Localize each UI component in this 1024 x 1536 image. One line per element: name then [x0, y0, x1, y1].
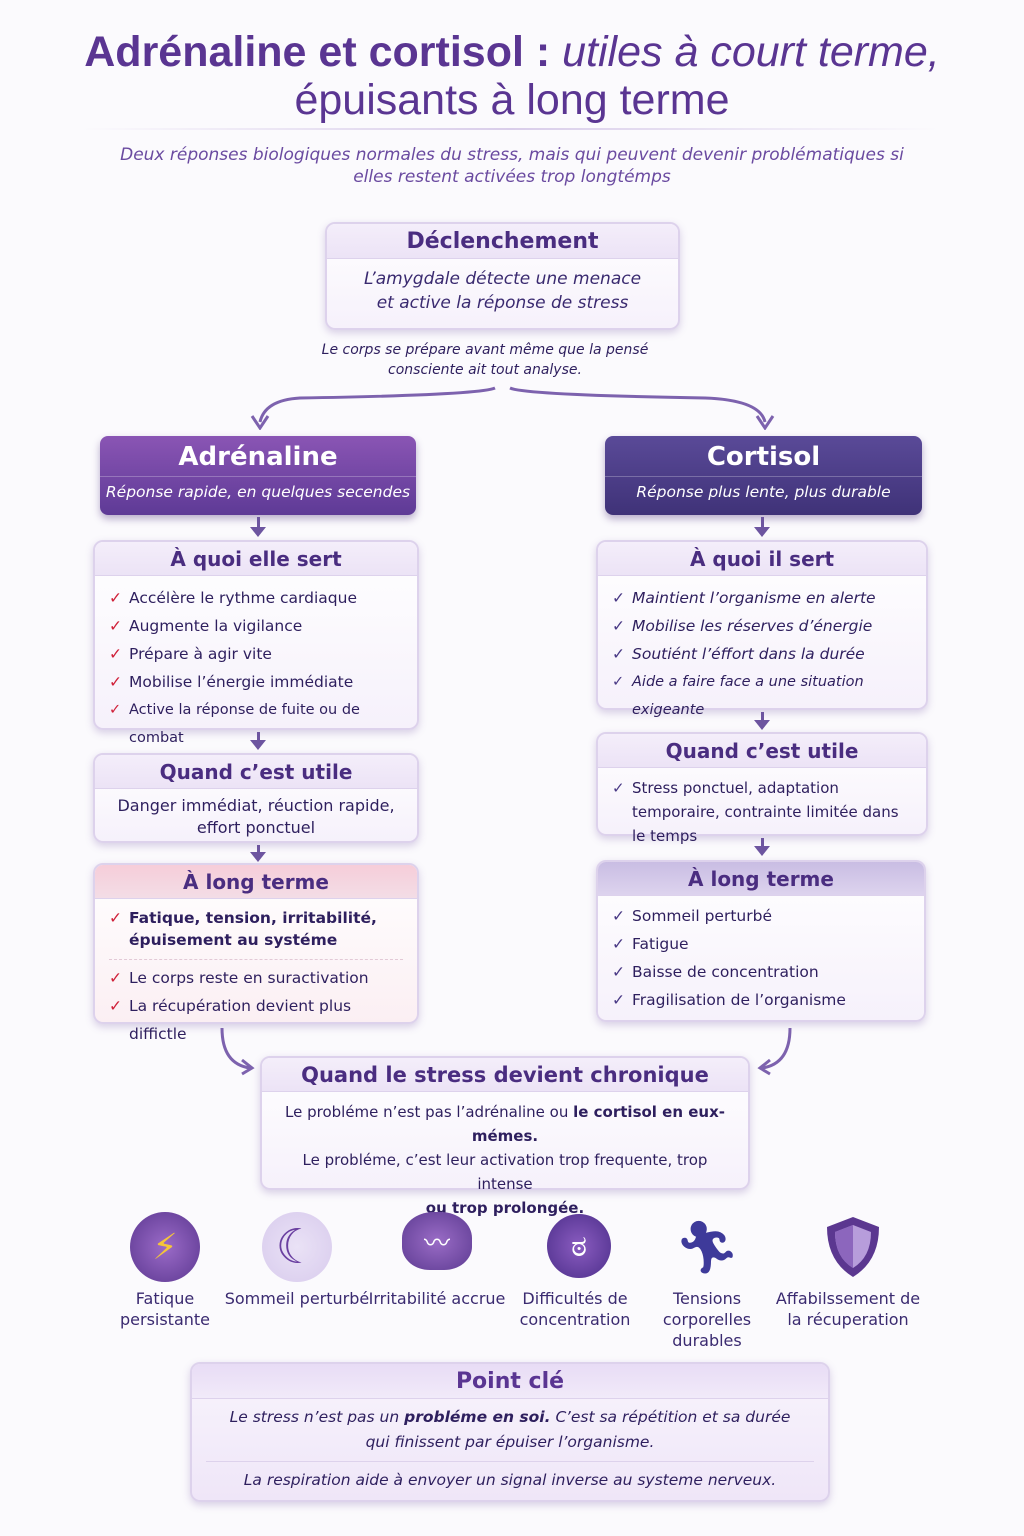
key-point-card: Point clé Le stress n’est pas un problém… — [190, 1362, 830, 1502]
adrenaline-header: Adrénaline Réponse rapide, en quelques s… — [100, 436, 416, 515]
title-italic: utiles à court terme, — [562, 28, 940, 76]
page-title: Adrénaline et cortisol : utiles à court … — [0, 28, 1024, 76]
adrenaline-useful-text: Danger immédiat, réuction rapide, effort… — [117, 796, 395, 837]
arrow-down-icon — [754, 527, 770, 537]
check-icon: ✓ — [612, 991, 625, 1009]
list-item: ✓Aide a faire face a une situation exige… — [612, 668, 912, 724]
merge-arrows — [220, 1027, 792, 1076]
title-bold: Adrénaline et cortisol : — [84, 28, 551, 76]
effect-label: Tensions corporelles durables — [662, 1289, 752, 1350]
chronic-line1: Le probléme n’est pas l’adrénaline ou le… — [285, 1103, 725, 1145]
list-item: ✓Le corps reste en suractivation — [109, 964, 403, 992]
moon-icon: ☾ — [262, 1212, 332, 1282]
subtitle: Deux réponses biologiques normales du st… — [120, 145, 904, 187]
effect-label: Difficultés de concentration — [519, 1289, 631, 1329]
arrow-down-icon — [754, 720, 770, 730]
cortisol-subtitle: Réponse plus lente, plus durable — [636, 483, 891, 501]
effect-label: Irritabilité accrue — [368, 1289, 506, 1308]
list-item: ✓Maintient l’organisme en alerte — [612, 584, 912, 612]
cortisol-useful-title: Quand c’est utile — [598, 734, 926, 768]
check-icon: ✓ — [612, 935, 625, 953]
cortisol-role-title: À quoi il sert — [598, 542, 926, 576]
adrenaline-long-title: À long terme — [95, 865, 417, 899]
list-item: ✓Mobilise les réserves d’énergie — [612, 612, 912, 640]
cortisol-header: Cortisol Réponse plus lente, plus durabl… — [605, 436, 922, 515]
list-item: ✓Prépare à agir vite — [109, 640, 403, 668]
arrow-down-icon — [250, 852, 266, 862]
trigger-note: Le corps se prépare avant même que la pe… — [321, 342, 649, 378]
list-item: ✓Fatique, tension, irritabilité, épuisem… — [109, 907, 403, 960]
arrow-down-icon — [250, 740, 266, 750]
list-item: ✓Mobilise l’énergie immédiate — [109, 668, 403, 696]
list-item: ✓Soutiént l’éffort dans la durée — [612, 640, 912, 668]
cortisol-long-list: ✓Sommeil perturbé ✓Fatigue ✓Baisse de co… — [598, 896, 924, 1022]
adrenaline-long-list: ✓Fatique, tension, irritabilité, épuisem… — [95, 899, 417, 1056]
adrenaline-name: Adrénaline — [100, 436, 416, 477]
adrenaline-long-card: À long terme ✓Fatique, tension, irritabi… — [93, 863, 419, 1043]
trigger-line2: et active la réponse de stress — [376, 293, 629, 313]
chronic-title: Quand le stress devient chronique — [262, 1058, 748, 1092]
adrenaline-role-card: À quoi elle sert ✓Accélère le rythme car… — [93, 540, 419, 746]
branch-arrows — [250, 386, 775, 430]
list-item: ✓La récupération devient plus diffictle — [109, 992, 403, 1048]
key-line1: Le stress n’est pas un probléme en soi. … — [229, 1408, 791, 1426]
check-icon: ✓ — [109, 997, 122, 1015]
check-icon: ✓ — [109, 617, 122, 635]
trigger-title: Déclenchement — [327, 224, 678, 259]
brain-icon: 〰 — [402, 1212, 472, 1270]
divider — [80, 128, 940, 130]
check-icon: ✓ — [612, 963, 625, 981]
adrenaline-role-list: ✓Accélère le rythme cardiaque ✓Augmente … — [95, 576, 417, 760]
cortisol-name: Cortisol — [605, 436, 922, 477]
chronic-card: Quand le stress devient chronique Le pro… — [260, 1056, 750, 1217]
list-item: ✓Active la réponse de fuite ou de combat — [109, 696, 403, 752]
check-icon: ✓ — [109, 673, 122, 691]
chronic-line3: ou trop prolongée. — [425, 1199, 585, 1217]
check-icon: ✓ — [612, 617, 625, 635]
check-icon: ✓ — [109, 702, 122, 718]
arrow-down-icon — [754, 846, 770, 856]
list-item: ✓Stress ponctuel, adaptation temporaire,… — [612, 776, 912, 848]
heart-lightning-icon: ⚡ — [130, 1212, 200, 1282]
effect-label: Fatique persistante — [119, 1289, 211, 1329]
frustrated-face-icon: ಠ — [547, 1214, 611, 1278]
key-line2: qui finissent par épuiser l’organisme. — [206, 1430, 814, 1462]
effect-label: Sommeil perturbé — [224, 1289, 370, 1308]
cortisol-long-title: À long terme — [598, 862, 924, 896]
cortisol-role-list: ✓Maintient l’organisme en alerte ✓Mobili… — [598, 576, 926, 732]
cortisol-useful-card: Quand c’est utile ✓Stress ponctuel, adap… — [596, 732, 928, 845]
list-item: ✓Augmente la vigilance — [109, 612, 403, 640]
effect-label: Affabilssement de la récuperation — [775, 1289, 921, 1329]
check-icon: ✓ — [612, 589, 625, 607]
list-item: ✓Baisse de concentration — [612, 958, 910, 986]
adrenaline-useful-title: Quand c’est utile — [95, 755, 417, 789]
list-item: ✓Fragilisation de l’organisme — [612, 986, 910, 1014]
check-icon: ✓ — [109, 969, 122, 987]
check-icon: ✓ — [109, 909, 122, 927]
check-icon: ✓ — [612, 674, 625, 690]
list-item: ✓Fatigue — [612, 930, 910, 958]
cortisol-role-card: À quoi il sert ✓Maintient l’organisme en… — [596, 540, 928, 718]
list-item: ✓Accélère le rythme cardiaque — [109, 584, 403, 612]
chronic-line2: Le probléme, c’est leur activation trop … — [302, 1151, 708, 1193]
trigger-card: Déclenchement L’amygdale détecte une men… — [325, 222, 680, 330]
check-icon: ✓ — [109, 589, 122, 607]
adrenaline-useful-card: Quand c’est utile Danger immédiat, réuct… — [93, 753, 419, 843]
trigger-line1: L’amygdale détecte une menace — [363, 269, 642, 289]
check-icon: ✓ — [612, 779, 625, 797]
shield-icon — [827, 1217, 879, 1277]
key-title: Point clé — [192, 1364, 828, 1399]
check-icon: ✓ — [612, 645, 625, 663]
running-person-icon: 🏃︎ — [673, 1217, 740, 1278]
page-title-line2: épuisants à long terme — [294, 76, 730, 124]
adrenaline-subtitle: Réponse rapide, en quelques secendes — [105, 483, 411, 501]
adrenaline-role-title: À quoi elle sert — [95, 542, 417, 576]
arrow-down-icon — [250, 527, 266, 537]
check-icon: ✓ — [109, 645, 122, 663]
list-item: ✓Sommeil perturbé — [612, 902, 910, 930]
key-line3: La respiration aide à envoyer un signal … — [243, 1471, 777, 1489]
check-icon: ✓ — [612, 907, 625, 925]
cortisol-long-card: À long terme ✓Sommeil perturbé ✓Fatigue … — [596, 860, 926, 1022]
